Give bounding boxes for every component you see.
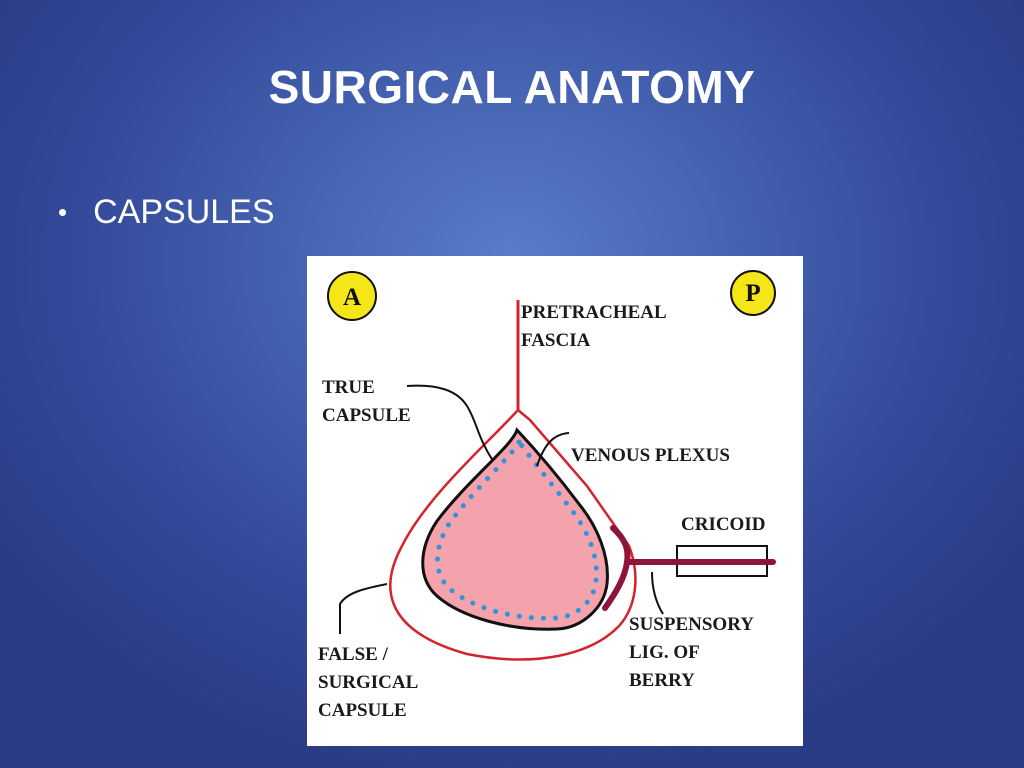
false-capsule-leader: [339, 583, 388, 634]
thyroid-capsule-diagram: A P PRETRACHEAL FASCIA TRUE CAPSULE VENO…: [307, 256, 803, 746]
pretracheal-fascia-label-line-2: FASCIA: [521, 330, 591, 351]
thyroid-gland-true-capsule: [421, 427, 609, 631]
true-capsule-label-line-2: CAPSULE: [322, 405, 411, 426]
true-capsule-leader: [406, 384, 494, 462]
posterior-marker: P: [730, 270, 776, 316]
posterior-marker-circle: [730, 270, 776, 316]
true-capsule-label-line-1: TRUE: [322, 377, 375, 398]
venous-plexus-dots: [435, 437, 599, 621]
bullet-item: • CAPSULES: [58, 193, 275, 232]
suspensory-ligament-label-line-2: LIG. OF: [629, 642, 700, 663]
cricoid-label: CRICOID: [681, 514, 765, 535]
venous-plexus-leader: [536, 432, 570, 467]
anterior-marker-label: A: [343, 284, 361, 311]
diagram-canvas: A P PRETRACHEAL FASCIA TRUE CAPSULE VENO…: [318, 270, 776, 721]
suspensory-ligament-label-line-1: SUSPENSORY: [629, 614, 754, 635]
false-surgical-capsule: [389, 408, 637, 661]
suspensory-ligament-leader: [651, 571, 664, 615]
false-capsule-label-line-1: FALSE /: [318, 644, 389, 665]
suspensory-ligament-label-line-3: BERRY: [629, 670, 695, 691]
false-capsule-label-line-3: CAPSULE: [318, 700, 407, 721]
bullet-text: CAPSULES: [93, 193, 275, 231]
pretracheal-fascia-label-line-1: PRETRACHEAL: [521, 302, 667, 323]
bullet-dot-icon: •: [58, 197, 68, 227]
venous-plexus-label: VENOUS PLEXUS: [571, 445, 730, 466]
slide-title: SURGICAL ANATOMY: [268, 61, 756, 113]
anterior-marker-circle: [327, 271, 377, 321]
posterior-marker-label: P: [745, 280, 760, 307]
anterior-marker: A: [327, 271, 377, 321]
false-capsule-label-line-2: SURGICAL: [318, 672, 418, 693]
